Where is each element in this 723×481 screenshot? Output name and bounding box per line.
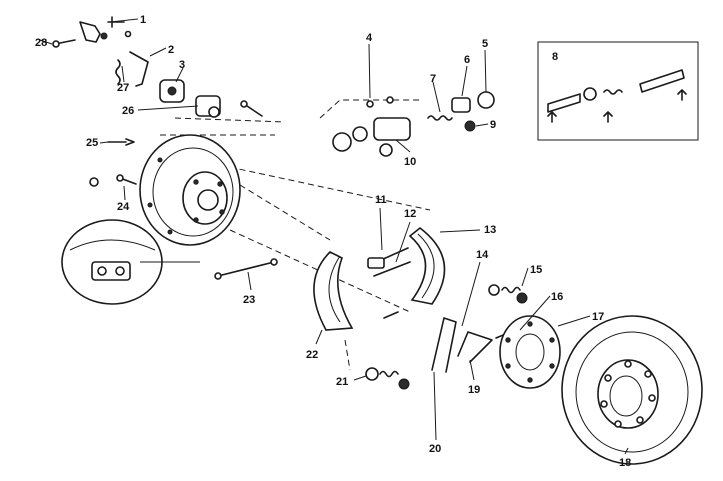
part-24-bolt — [89, 174, 137, 187]
part-25-pin — [107, 138, 135, 146]
callout-11: 11 — [375, 194, 387, 206]
part-17-hub-ring — [499, 315, 561, 389]
part-19-lever — [457, 331, 493, 363]
part-22-brake-shoe — [313, 251, 354, 331]
callout-20: 20 — [429, 443, 441, 455]
callout-26: 26 — [122, 105, 134, 117]
callout-15: 15 — [530, 264, 542, 276]
callout-1: 1 — [140, 14, 146, 26]
callout-6: 6 — [464, 54, 470, 66]
callout-14: 14 — [476, 249, 489, 261]
part-23-spring — [214, 258, 278, 280]
callout-16: 16 — [551, 291, 563, 303]
callout-13: 13 — [484, 224, 496, 236]
callout-27: 27 — [117, 82, 129, 94]
callout-labels: 1 2 3 4 5 6 7 8 9 10 11 12 13 14 15 16 1… — [35, 14, 631, 469]
detail-inset — [61, 219, 200, 305]
part-15-spring-set — [488, 284, 528, 304]
callout-12: 12 — [404, 208, 416, 220]
wheel-cylinder-explode — [332, 91, 495, 157]
callout-25: 25 — [86, 137, 98, 149]
part-12-spring — [373, 261, 411, 277]
callout-23: 23 — [243, 294, 255, 306]
part-13-brake-shoe — [408, 226, 446, 305]
callout-10: 10 — [404, 156, 416, 168]
part-18-brake-drum — [561, 315, 703, 465]
callout-5: 5 — [482, 38, 488, 50]
callout-24: 24 — [117, 201, 130, 213]
callout-22: 22 — [306, 349, 318, 361]
callout-18: 18 — [619, 457, 631, 469]
callout-4: 4 — [366, 32, 373, 44]
leader-lines — [39, 18, 629, 455]
callout-28: 28 — [35, 37, 47, 49]
part-8-inset-box — [537, 41, 699, 141]
callout-3: 3 — [179, 59, 185, 71]
part-20-lever — [431, 317, 457, 373]
callout-19: 19 — [468, 384, 480, 396]
callout-9: 9 — [490, 119, 496, 131]
part-11-adjuster — [367, 247, 409, 269]
callout-21: 21 — [336, 376, 348, 388]
part-28-bolt — [52, 39, 76, 48]
callout-7: 7 — [430, 73, 436, 85]
callout-8: 8 — [552, 51, 558, 63]
backing-plate — [139, 134, 241, 246]
callout-2: 2 — [168, 44, 174, 56]
part-21-spring-set — [365, 311, 410, 390]
part-3-wheel-cylinder — [159, 79, 185, 103]
callout-17: 17 — [592, 311, 604, 323]
part-2-lever — [115, 51, 149, 87]
part-26-cylinder-block — [195, 95, 263, 118]
